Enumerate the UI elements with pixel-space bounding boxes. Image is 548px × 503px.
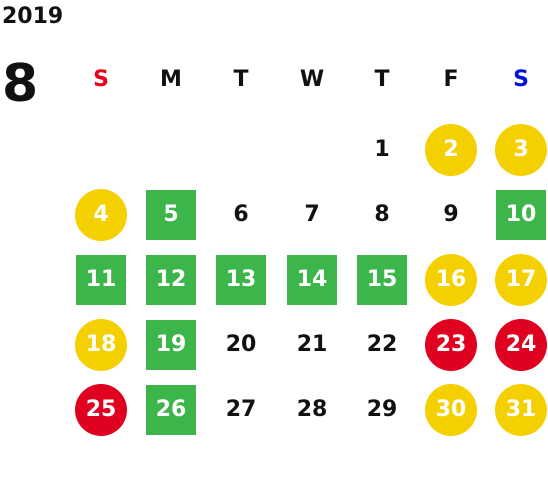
day-cell-10[interactable]: 10: [496, 190, 546, 240]
day-cell-27[interactable]: 27: [225, 397, 257, 422]
day-cell-6[interactable]: 6: [233, 202, 249, 227]
day-cell-11[interactable]: 11: [76, 255, 126, 305]
day-cell-18[interactable]: 18: [75, 319, 127, 371]
day-cell-28[interactable]: 28: [296, 397, 328, 422]
weekday-label-friday: F: [443, 67, 459, 92]
day-cell-29[interactable]: 29: [366, 397, 398, 422]
day-cell-5[interactable]: 5: [146, 190, 196, 240]
day-cell-2[interactable]: 2: [425, 124, 477, 176]
calendar-month: 8: [2, 54, 39, 114]
weekday-label-monday: M: [160, 67, 182, 92]
day-cell-22[interactable]: 22: [366, 332, 398, 357]
weekday-label-wednesday: W: [299, 67, 325, 92]
day-cell-9[interactable]: 9: [443, 202, 459, 227]
weekday-label-tuesday: T: [233, 67, 249, 92]
day-cell-15[interactable]: 15: [357, 255, 407, 305]
day-cell-21[interactable]: 21: [296, 332, 328, 357]
day-cell-31[interactable]: 31: [495, 384, 547, 436]
day-cell-23[interactable]: 23: [425, 319, 477, 371]
day-cell-30[interactable]: 30: [425, 384, 477, 436]
day-cell-3[interactable]: 3: [495, 124, 547, 176]
day-cell-26[interactable]: 26: [146, 385, 196, 435]
day-cell-4[interactable]: 4: [75, 189, 127, 241]
weekday-label-thursday: T: [374, 67, 390, 92]
weekday-label-sunday: S: [93, 67, 109, 92]
day-cell-7[interactable]: 7: [304, 202, 320, 227]
day-cell-13[interactable]: 13: [216, 255, 266, 305]
day-cell-17[interactable]: 17: [495, 254, 547, 306]
day-cell-25[interactable]: 25: [75, 384, 127, 436]
day-cell-16[interactable]: 16: [425, 254, 477, 306]
day-cell-1[interactable]: 1: [374, 137, 390, 162]
day-cell-14[interactable]: 14: [287, 255, 337, 305]
day-cell-8[interactable]: 8: [374, 202, 390, 227]
calendar-year: 2019: [2, 4, 64, 29]
day-cell-19[interactable]: 19: [146, 320, 196, 370]
day-cell-12[interactable]: 12: [146, 255, 196, 305]
weekday-label-saturday: S: [513, 67, 529, 92]
day-cell-24[interactable]: 24: [495, 319, 547, 371]
day-cell-20[interactable]: 20: [225, 332, 257, 357]
